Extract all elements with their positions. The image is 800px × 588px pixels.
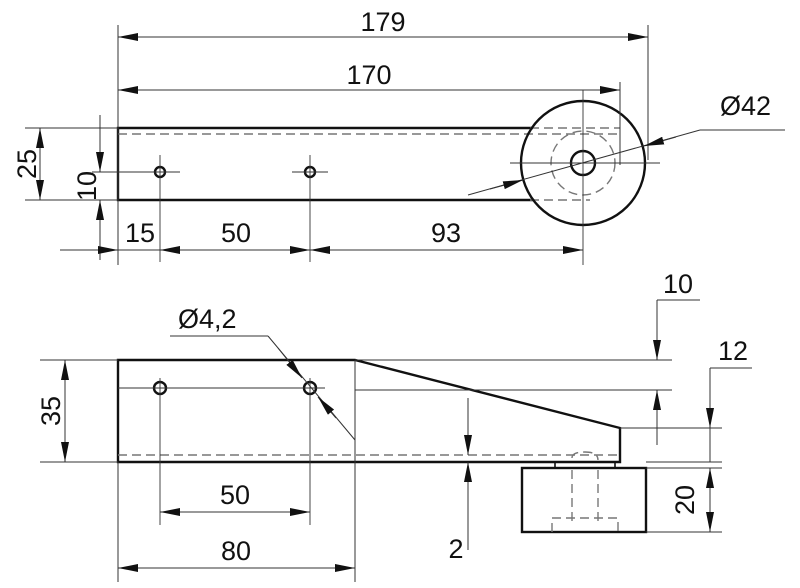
top-view: 179 170 25 10 15 50 93 Ø42: [12, 7, 785, 265]
foot-side: [520, 466, 648, 534]
dim-179: 179: [360, 7, 405, 37]
dim-10-side: 10: [663, 269, 693, 299]
dim-80: 80: [221, 536, 251, 566]
dim-2: 2: [448, 534, 463, 564]
dim-diameter-4-2: Ø4,2: [178, 304, 237, 334]
dim-20: 20: [670, 485, 700, 515]
dim-12: 12: [718, 336, 748, 366]
dim-25: 25: [12, 149, 42, 179]
dim-50: 50: [221, 218, 251, 248]
dim-diameter-42: Ø42: [720, 91, 771, 121]
dim-35: 35: [36, 396, 66, 426]
dim-10: 10: [72, 171, 102, 201]
dim-15: 15: [125, 218, 155, 248]
dim-93: 93: [431, 218, 461, 248]
side-view: 35 50 80 2 10 12 20 Ø4,2: [36, 269, 752, 582]
hidden-bolt: [551, 451, 619, 532]
bracket-outline-top: [116, 126, 533, 202]
bracket-outline-side: [116, 358, 622, 464]
dim-170: 170: [346, 60, 391, 90]
dim-50-side: 50: [220, 480, 250, 510]
